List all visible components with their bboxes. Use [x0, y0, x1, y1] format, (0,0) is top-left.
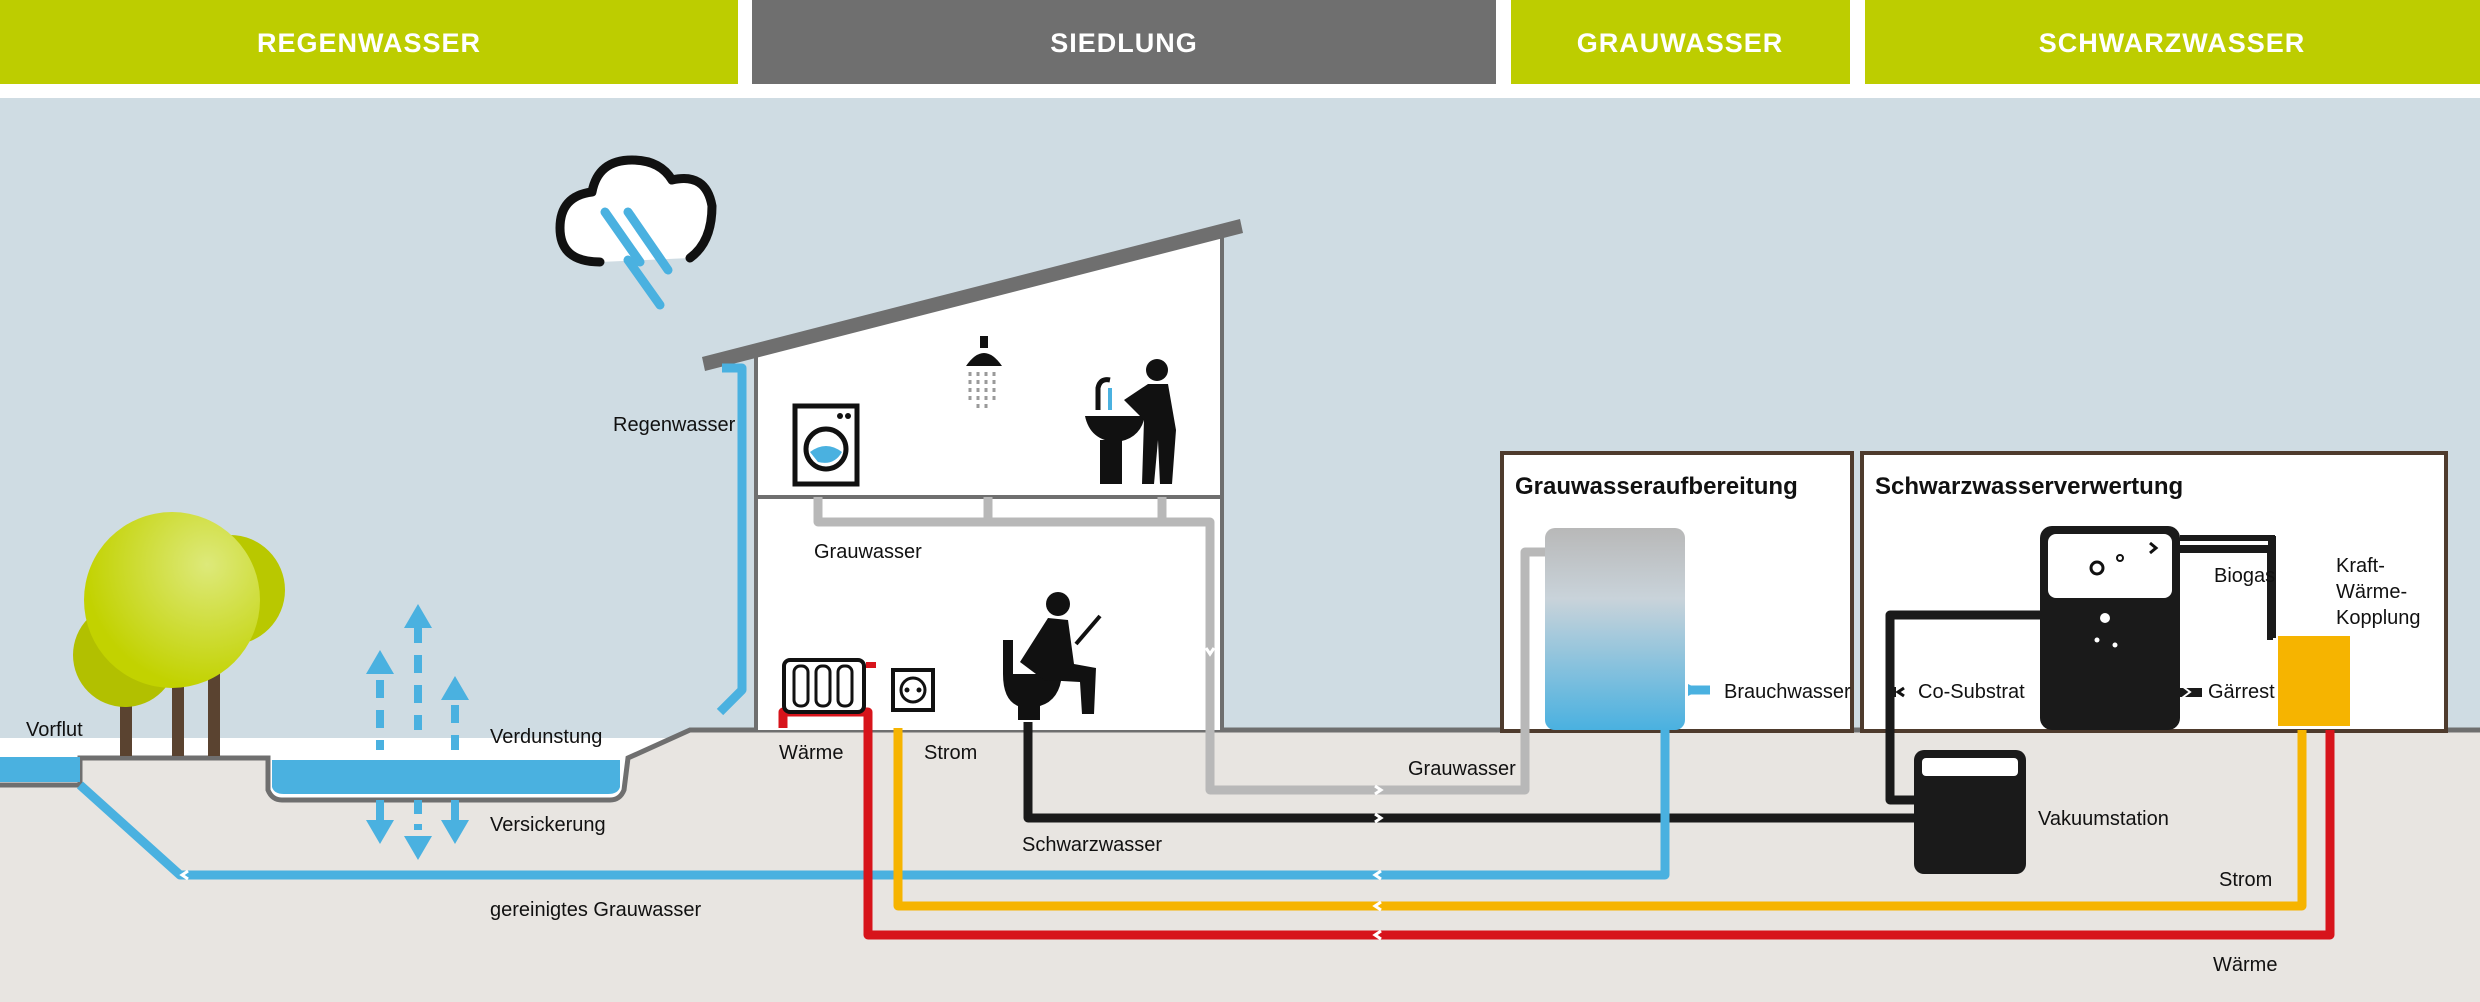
label-grauwasser-pipe: Grauwasser — [1408, 758, 1516, 780]
label-vorflut: Vorflut — [26, 719, 83, 741]
label-regenwasser: Regenwasser — [613, 414, 736, 436]
label-biogas: Biogas — [2214, 565, 2275, 587]
radiator-icon — [782, 658, 876, 714]
header-siedlung — [752, 0, 1496, 84]
label-versickerung: Versickerung — [490, 814, 606, 836]
regenwasser-pipe — [716, 363, 747, 716]
power-socket-icon — [891, 668, 935, 712]
waerme-pipe — [778, 707, 2335, 940]
label-strom-pipe: Strom — [2219, 869, 2272, 891]
shower-icon — [966, 336, 1002, 412]
person-on-toilet-icon — [1003, 592, 1102, 720]
header-regenwasser — [0, 0, 738, 84]
label-kwk-3: Kopplung — [2336, 607, 2421, 629]
header-schwarzwasser-label: SCHWARZWASSER — [2039, 28, 2306, 58]
header-siedlung-label: SIEDLUNG — [1050, 28, 1198, 58]
gereinigtes-grauwasser-pipe — [76, 730, 1670, 880]
label-kwk-2: Wärme- — [2336, 581, 2407, 603]
label-schwarzwasser: Schwarzwasser — [1022, 834, 1162, 856]
header-schwarzwasser — [1865, 0, 2480, 84]
label-gaerrest: Gärrest — [2208, 681, 2275, 703]
label-gereinigtes-grauwasser: gereinigtes Grauwasser — [490, 899, 702, 921]
verdunstung-arrows — [366, 604, 469, 750]
label-co-substrat: Co-Substrat — [1918, 681, 2025, 703]
pond — [272, 760, 620, 794]
person-washing-hands-icon — [1085, 359, 1176, 484]
header-grauwasser-label: GRAUWASSER — [1577, 28, 1784, 58]
cloud-rain-icon — [555, 155, 717, 310]
header-bar: REGENWASSER SIEDLUNG GRAUWASSER SCHWARZW… — [0, 0, 2480, 84]
greywater-tank-icon — [1545, 528, 1710, 730]
chp-unit-icon — [2268, 536, 2350, 726]
strom-pipe — [893, 728, 2307, 911]
vacuum-station-icon — [1914, 750, 2026, 874]
ground-surface-line — [0, 727, 2480, 803]
grauwasser-box-title: Grauwasseraufbereitung — [1515, 473, 1798, 500]
co-substrat-arrow — [1895, 686, 1905, 698]
flow-arrows — [179, 647, 1384, 941]
label-strom-house: Strom — [924, 742, 977, 764]
digester-icon — [2040, 526, 2272, 730]
washing-machine-icon — [792, 403, 860, 487]
tree-icon — [73, 512, 285, 756]
schwarzwasser-pipe — [1023, 610, 2040, 823]
header-grauwasser — [1511, 0, 1850, 84]
label-waerme-house: Wärme — [779, 742, 843, 764]
versickerung-arrows — [366, 800, 469, 860]
label-vakuumstation: Vakuumstation — [2038, 808, 2169, 830]
grauwasser-house-pipe — [813, 497, 1545, 795]
schwarzwasser-box-title: Schwarzwasserverwertung — [1875, 473, 2183, 500]
label-brauchwasser: Brauchwasser — [1724, 681, 1851, 703]
label-waerme-pipe: Wärme — [2213, 954, 2277, 976]
label-kwk-1: Kraft- — [2336, 555, 2385, 577]
vorflut-water — [0, 757, 80, 782]
header-regenwasser-label: REGENWASSER — [257, 28, 481, 58]
house — [702, 219, 1243, 730]
label-grauwasser-house: Grauwasser — [814, 541, 922, 563]
roof — [702, 219, 1243, 371]
label-verdunstung: Verdunstung — [490, 726, 602, 748]
